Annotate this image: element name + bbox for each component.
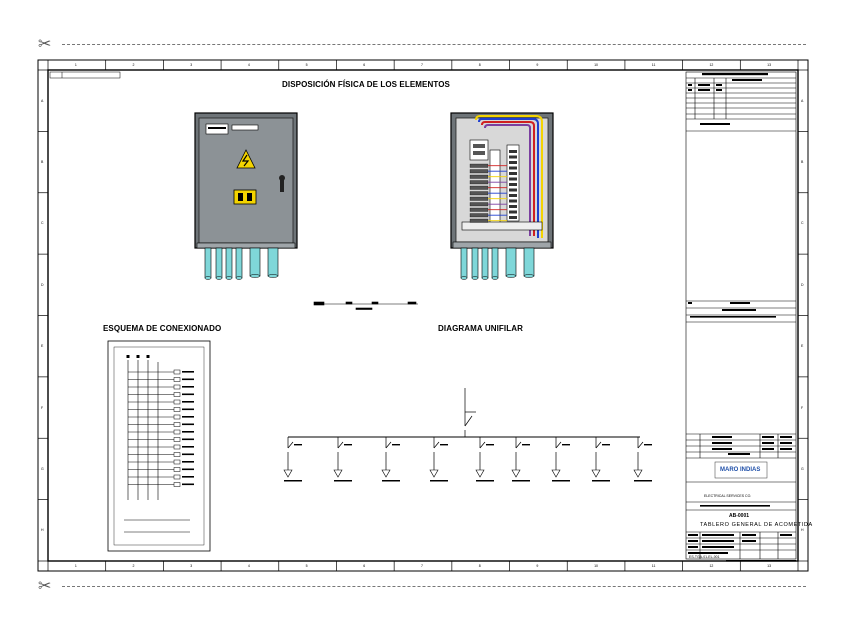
cable-gland	[267, 247, 279, 277]
cable-gland	[235, 247, 243, 279]
project-code: AB-0001	[729, 513, 750, 519]
row-ref-label: F	[801, 405, 804, 410]
cable-gland	[491, 247, 499, 279]
bottom-cut-line	[62, 586, 806, 587]
row-ref-label: B	[41, 160, 44, 165]
column-ref-label: 3	[190, 564, 193, 568]
column-ref-label: 9	[536, 63, 539, 67]
wiring-title: ESQUEMA DE CONEXIONADO	[103, 324, 222, 333]
project-name: TABLERO GENERAL DE ACOMETIDA	[700, 522, 813, 528]
column-ref-label: 5	[305, 63, 308, 67]
column-ref-label: 6	[363, 63, 366, 67]
cable-gland	[460, 247, 468, 279]
column-ref-label: 11	[651, 564, 656, 568]
row-ref-label: G	[41, 466, 44, 471]
column-ref-label: 5	[305, 564, 308, 568]
row-ref-label: H	[41, 528, 44, 533]
row-ref-label: A	[41, 98, 44, 103]
cable-gland	[204, 247, 212, 279]
column-ref-label: 12	[709, 564, 714, 568]
column-ref-label: 3	[190, 63, 193, 67]
column-ref-label: 4	[247, 564, 250, 568]
company-logo: MARO INDIAS	[720, 467, 761, 473]
row-ref-label: E	[801, 344, 804, 349]
row-ref-label: E	[41, 344, 44, 349]
scissors-icon: ✂	[38, 576, 52, 595]
cable-gland	[481, 247, 489, 279]
column-ref-label: 7	[421, 564, 423, 568]
drawing-number: ES-TGA-01-EL-001	[689, 555, 720, 559]
column-ref-label: 10	[594, 564, 598, 568]
cable-gland	[505, 247, 517, 277]
column-ref-label: 2	[132, 564, 135, 568]
column-ref-label: 13	[767, 564, 772, 568]
column-ref-label: 9	[536, 564, 539, 568]
column-ref-label: 13	[767, 63, 772, 67]
company-name: ELECTRICAL SERVICES CO.	[704, 494, 752, 498]
column-ref-label: 12	[709, 63, 714, 67]
cable-gland	[249, 247, 261, 277]
column-ref-label: 1	[74, 564, 77, 568]
row-ref-label: D	[41, 282, 44, 287]
cable-gland	[523, 247, 535, 277]
row-ref-label: B	[801, 160, 804, 165]
row-ref-label: C	[41, 221, 44, 226]
row-ref-label: C	[801, 221, 804, 226]
top-cut-line	[62, 44, 806, 45]
cable-gland	[225, 247, 233, 279]
cable-gland	[215, 247, 223, 279]
column-ref-label: 7	[421, 63, 423, 67]
row-ref-label: D	[801, 282, 804, 287]
column-ref-label: 2	[132, 63, 135, 67]
column-ref-label: 1	[74, 63, 77, 67]
column-ref-label: 4	[247, 63, 250, 67]
layout-title: DISPOSICIÓN FÍSICA DE LOS ELEMENTOS	[282, 80, 450, 89]
single-line-title: DIAGRAMA UNIFILAR	[438, 324, 523, 333]
row-ref-label: G	[801, 466, 804, 471]
row-ref-label: A	[801, 98, 804, 103]
row-ref-label: F	[41, 405, 44, 410]
column-ref-label: 11	[651, 63, 656, 67]
cable-gland	[471, 247, 479, 279]
row-ref-label: H	[801, 528, 804, 533]
column-ref-label: 6	[363, 564, 366, 568]
scissors-icon: ✂	[38, 34, 52, 53]
column-ref-label: 8	[478, 63, 481, 67]
column-ref-label: 10	[594, 63, 598, 67]
column-ref-label: 8	[478, 564, 481, 568]
